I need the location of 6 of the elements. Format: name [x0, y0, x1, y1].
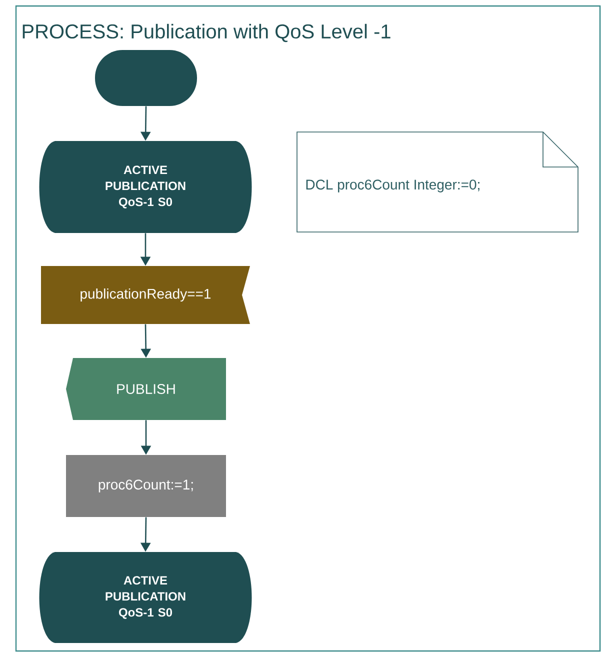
title: PROCESS: Publication with QoS Level -1 — [22, 24, 390, 42]
output-signal: PUBLISH — [66, 358, 226, 420]
note-box: DCL proc6Count Integer:=0; — [296, 132, 578, 232]
input-signal: publicationReady==1 — [41, 266, 250, 324]
task-box: proc6Count:=1; — [66, 455, 226, 517]
start-terminal — [95, 50, 197, 106]
